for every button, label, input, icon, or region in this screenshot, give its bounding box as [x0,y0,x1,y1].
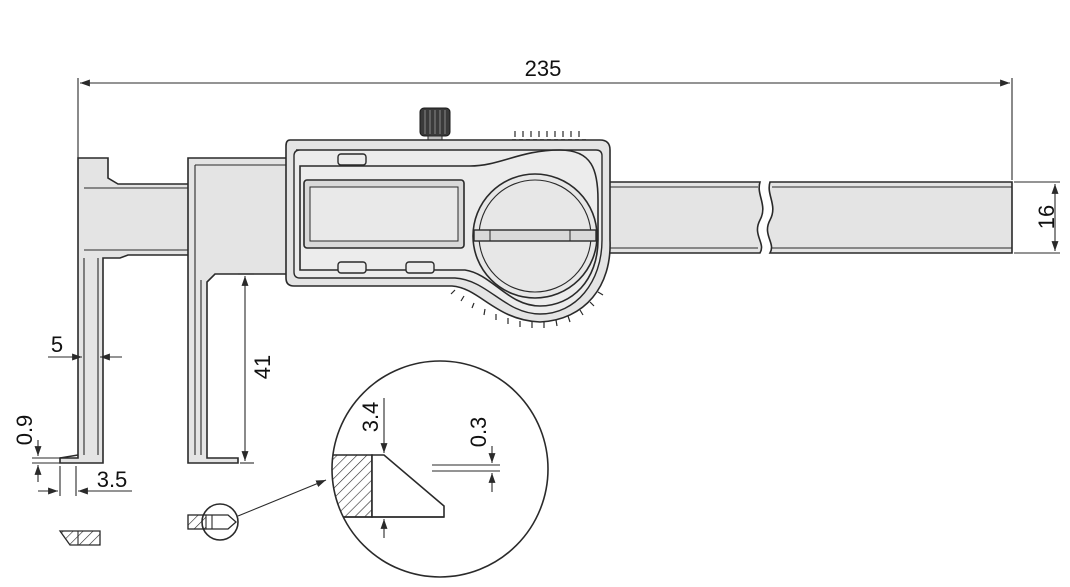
display-housing [285,131,611,328]
bottom-left-button[interactable] [337,261,367,274]
top-button[interactable] [337,153,367,166]
jaw-width-label: 5 [51,332,63,357]
detail-leader [237,479,327,517]
tip-width-dimension: 3.5 [38,466,132,496]
jaw-depth-label: 41 [250,355,275,379]
beam-width-dimension: 16 [1014,181,1060,254]
detail-view: 3.4 0.3 [331,360,549,578]
overall-length-label: 235 [525,56,562,81]
round-dial-icon[interactable] [472,173,598,299]
sliding-jaw [187,157,291,464]
jaw-depth-dimension: 41 [238,273,275,464]
knurling [450,131,604,328]
right-tip-section-icon [187,503,239,541]
tip-height-dimension: 0.9 [12,415,60,482]
overall-length-dimension: 235 [77,56,1013,180]
thumb-wheel-icon[interactable] [419,107,451,145]
bottom-right-button[interactable] [405,261,435,274]
beam-width-label: 16 [1034,205,1059,229]
tip-height-label: 0.9 [12,415,37,446]
tip-width-label: 3.5 [97,467,128,492]
detail-thickness-label: 0.3 [466,417,491,448]
fixed-jaw [59,258,99,459]
detail-tip-height-label: 3.4 [358,402,383,433]
jaw-width-dimension: 5 [48,332,122,361]
left-tip-section-icon [58,530,101,546]
